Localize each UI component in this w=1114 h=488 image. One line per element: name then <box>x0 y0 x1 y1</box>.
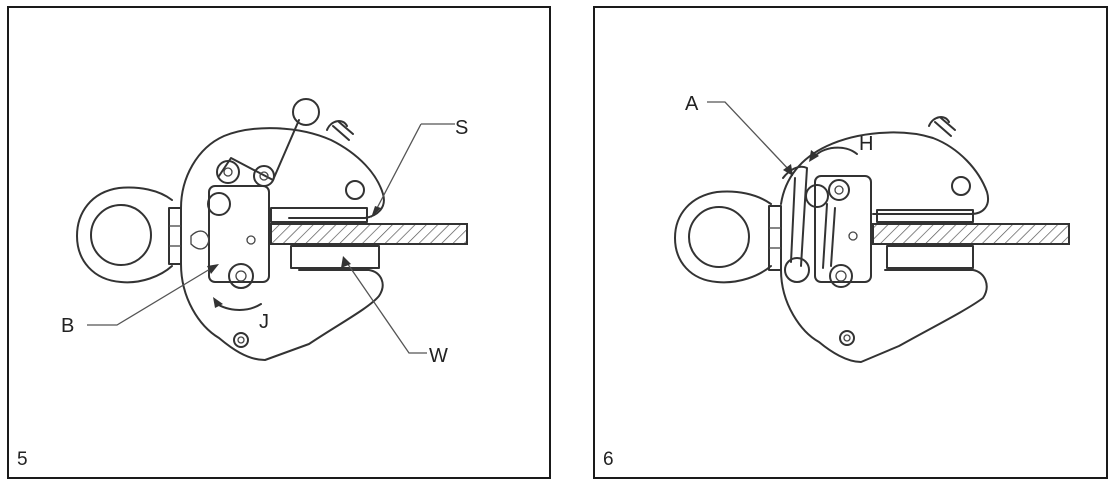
lifting-eye <box>76 186 182 284</box>
figure-5-drawing: S B J W <box>61 98 468 367</box>
leader-b <box>87 265 216 326</box>
clamp-body <box>180 120 385 361</box>
leader-s <box>374 123 455 213</box>
figure-number: 6 <box>603 449 614 470</box>
figure-6-drawing: A H <box>674 93 1070 363</box>
leader-w <box>344 259 427 354</box>
lifting-eye <box>674 190 782 284</box>
callout-a: A <box>685 93 699 115</box>
callout-j: J <box>259 311 269 333</box>
callout-w: W <box>429 345 448 367</box>
cam-jaw <box>782 165 872 288</box>
figure-5-panel: S B J W 5 <box>7 6 551 479</box>
cam-jaw <box>190 98 320 289</box>
rotation-arrow-j <box>214 301 262 311</box>
figure-number: 5 <box>17 449 28 470</box>
callout-h: H <box>859 133 873 155</box>
leader-a <box>707 101 792 173</box>
clamp-body <box>780 116 989 363</box>
figure-6-panel: A H 6 <box>593 6 1108 479</box>
plate-workpiece <box>872 209 1070 269</box>
plate-workpiece <box>270 207 468 269</box>
callout-s: S <box>455 117 468 139</box>
callout-b: B <box>61 315 74 337</box>
